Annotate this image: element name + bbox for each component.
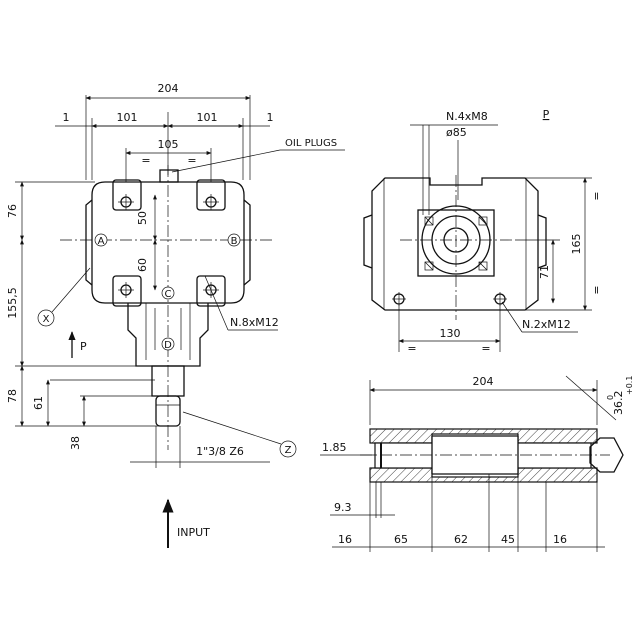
section-bore-dim: 1.85 [320, 441, 375, 456]
dim-left-gap: 1 [63, 111, 70, 124]
eq-left: = [141, 154, 150, 167]
bore-label: ø85 [446, 126, 467, 139]
front-top-dimensions: 204 1 101 101 1 105 = = [55, 82, 274, 182]
gearbox-body-front [60, 165, 275, 450]
seg-3: 62 [454, 533, 468, 546]
dim-section-length: 204 [473, 375, 494, 388]
seg-2: 65 [394, 533, 408, 546]
dim-top-height: 76 [6, 204, 19, 218]
oil-plugs-label: OIL PLUGS [285, 138, 337, 149]
front-view: 204 1 101 101 1 105 = = OIL PLUGS [6, 82, 345, 548]
dim-bore: 1.85 [322, 441, 347, 454]
section-body [360, 428, 624, 483]
section-view: 204 1.85 9.3 [320, 375, 634, 552]
shaft-x: X [43, 314, 50, 325]
shaft-z: Z [285, 445, 292, 456]
seg-4: 45 [501, 533, 515, 546]
dim-hex: 36.2 [612, 391, 625, 416]
dim-shaft-step: 61 [32, 396, 45, 410]
dim-body-height: 155,5 [6, 287, 19, 319]
shaft-c: C [165, 289, 172, 300]
eq-right: = [187, 154, 196, 167]
side-view: P N.4xM8 ø85 [363, 108, 603, 355]
view-arrow-label: P [80, 340, 87, 353]
shaft-d: D [164, 340, 172, 351]
front-vertical-left-dims: 76 155,5 78 61 38 [6, 181, 160, 450]
dim-lower-offset: 60 [136, 258, 149, 272]
section-chain-dims: 16 65 62 45 16 [332, 474, 605, 552]
eq-top: = [590, 191, 603, 200]
dim-side-height: 165 [570, 234, 583, 255]
dim-half-left: 101 [117, 111, 138, 124]
dim-bolt-span: 105 [158, 138, 179, 151]
view-arrow-p: P [68, 331, 87, 358]
hex-dimension: 36.2 +0.1 0 [565, 376, 634, 421]
shaft-b: B [231, 236, 238, 247]
tol-lower: 0 [606, 395, 615, 400]
section-groove-dim: 9.3 [330, 482, 395, 518]
dim-shaft-length: 78 [6, 389, 19, 403]
seg-5: 16 [553, 533, 567, 546]
gearbox-body-side [363, 175, 547, 320]
input-arrow: INPUT [162, 498, 210, 548]
dim-groove: 9.3 [334, 501, 352, 514]
flange-callouts: N.4xM8 ø85 [410, 110, 498, 215]
spline-dimension: 1"3/8 Z6 [130, 426, 270, 468]
dim-spline: 1"3/8 Z6 [196, 445, 244, 458]
eq-bottom: = [590, 285, 603, 294]
side-view-label: P [543, 108, 550, 121]
dim-overall-width: 204 [158, 82, 179, 95]
dim-upper-offset: 50 [136, 211, 149, 225]
shaft-markers: A B C D X Z [37, 233, 297, 458]
oil-plugs-callout: OIL PLUGS [171, 138, 345, 173]
front-vertical-inner-dims: 50 60 [136, 194, 157, 291]
eq-left-side: = [407, 342, 416, 355]
flange-bolts-label: N.4xM8 [446, 110, 488, 123]
tol-upper: +0.1 [625, 376, 634, 395]
bolt-callout-front: N.8xM12 [204, 275, 279, 331]
foot-bolts-label: N.2xM12 [522, 318, 571, 331]
bolts-label: N.8xM12 [230, 316, 279, 329]
dim-foot-span: 130 [440, 327, 461, 340]
dim-shaft-end: 38 [69, 436, 82, 450]
dim-half-right: 101 [197, 111, 218, 124]
eq-right-side: = [481, 342, 490, 355]
side-dimensions: 165 = = 71 130 = = N.2xM12 [398, 177, 603, 355]
seg-1: 16 [338, 533, 352, 546]
input-label: INPUT [177, 526, 210, 539]
shaft-a: A [98, 236, 105, 247]
dim-center-height: 71 [538, 265, 551, 279]
dim-right-gap: 1 [267, 111, 274, 124]
